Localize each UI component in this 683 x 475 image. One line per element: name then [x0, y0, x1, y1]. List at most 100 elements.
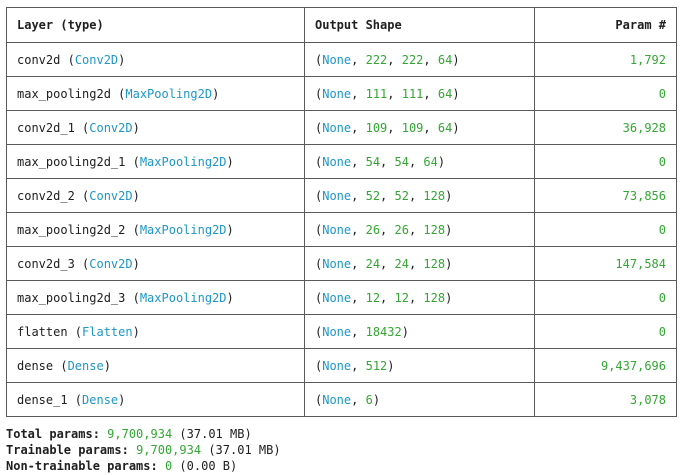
- output-shape-cell: (None, 6): [304, 382, 535, 417]
- param-count: 9,437,696: [600, 358, 666, 373]
- total-params-label: Total params:: [6, 427, 100, 441]
- param-count: 1,792: [629, 52, 666, 67]
- layer-type: Dense: [82, 392, 119, 407]
- shape-dim: 512: [365, 358, 388, 373]
- shape-none: None: [322, 222, 352, 237]
- layer-name-cell: dense_1 (Dense): [6, 382, 305, 417]
- layer-type: Conv2D: [89, 256, 133, 271]
- total-params-size: (37.01 MB): [179, 427, 252, 441]
- param-count: 3,078: [629, 392, 666, 407]
- param-count-cell: 1,792: [534, 42, 677, 77]
- layer-type: MaxPooling2D: [139, 154, 227, 169]
- table-row: conv2d_1 (Conv2D)(None, 109, 109, 64) 36,…: [6, 110, 677, 145]
- non-trainable-params-line: Non-trainable params: 0 (0.00 B): [6, 458, 281, 474]
- shape-dim: 64: [437, 52, 453, 67]
- layer-type: Conv2D: [89, 120, 133, 135]
- layer-name: dense_1: [17, 392, 68, 407]
- table-row: conv2d_2 (Conv2D)(None, 52, 52, 128)73,8…: [6, 178, 677, 213]
- shape-none: None: [322, 188, 352, 203]
- total-params-count: 9,700,934: [107, 427, 173, 441]
- trainable-params-size: (37.01 MB): [208, 443, 281, 457]
- layer-name-cell: max_pooling2d (MaxPooling2D): [6, 76, 305, 111]
- layer-name: max_pooling2d_3: [17, 290, 126, 305]
- output-shape-cell: (None, 109, 109, 64): [304, 110, 535, 145]
- layer-name: max_pooling2d: [17, 86, 111, 101]
- param-count: 0: [658, 86, 666, 101]
- shape-none: None: [322, 324, 352, 339]
- layer-name-cell: dense (Dense): [6, 348, 305, 383]
- output-shape-cell: (None, 512): [304, 348, 535, 383]
- trainable-params-line: Trainable params: 9,700,934 (37.01 MB): [6, 442, 281, 458]
- shape-dim: 12: [394, 290, 409, 305]
- param-count: 0: [658, 290, 666, 305]
- output-shape-cell: (None, 24, 24, 128): [304, 246, 535, 281]
- shape-dim: 18432: [365, 324, 402, 339]
- shape-none: None: [322, 52, 352, 67]
- shape-dim: 128: [423, 188, 446, 203]
- param-count-cell: 0: [534, 212, 677, 247]
- layer-name-cell: max_pooling2d_3 (MaxPooling2D): [6, 280, 305, 315]
- shape-dim: 24: [394, 256, 409, 271]
- param-count-cell: 147,584: [534, 246, 677, 281]
- shape-dim: 26: [394, 222, 409, 237]
- layer-type: MaxPooling2D: [125, 86, 213, 101]
- layer-type: Conv2D: [74, 52, 119, 67]
- layer-type: MaxPooling2D: [139, 290, 227, 305]
- output-shape-cell: (None, 18432): [304, 314, 535, 349]
- param-count-cell: 73,856: [534, 178, 677, 213]
- shape-dim: 109: [365, 120, 388, 135]
- layer-type: Flatten: [82, 324, 133, 339]
- layer-name: conv2d_2: [17, 188, 75, 203]
- param-count-cell: 0: [534, 280, 677, 315]
- param-count: 147,584: [615, 256, 666, 271]
- shape-dim: 26: [365, 222, 381, 237]
- shape-dim: 128: [423, 256, 446, 271]
- layer-name-cell: conv2d_3 (Conv2D): [6, 246, 305, 281]
- layer-name: max_pooling2d_1: [17, 154, 126, 169]
- shape-none: None: [322, 290, 352, 305]
- non-trainable-params-size: (0.00 B): [179, 459, 238, 473]
- param-count-cell: 9,437,696: [534, 348, 677, 383]
- output-shape-cell: (None, 54, 54, 64): [304, 144, 535, 179]
- header-param-count: Param #: [534, 7, 677, 43]
- shape-dim: 64: [437, 120, 453, 135]
- table-row: dense_1 (Dense)(None, 6) 3,078: [6, 382, 677, 417]
- model-summary-table: Layer (type) Output Shape Param # conv2d…: [6, 7, 677, 417]
- output-shape-cell: (None, 26, 26, 128): [304, 212, 535, 247]
- param-count: 36,928: [622, 120, 666, 135]
- layer-name: flatten: [17, 324, 68, 339]
- trainable-params-label: Trainable params:: [6, 443, 129, 457]
- shape-dim: 222: [401, 52, 424, 67]
- param-count-cell: 3,078: [534, 382, 677, 417]
- table-row: conv2d (Conv2D)(None, 222, 222, 64)1,792: [6, 42, 677, 77]
- table-row: flatten (Flatten)(None, 18432)0: [6, 314, 677, 349]
- shape-dim: 54: [365, 154, 381, 169]
- layer-name: max_pooling2d_2: [17, 222, 126, 237]
- table-row: max_pooling2d_3 (MaxPooling2D)(None, 12,…: [6, 280, 677, 315]
- layer-name: conv2d_3: [17, 256, 75, 271]
- total-params-line: Total params: 9,700,934 (37.01 MB): [6, 426, 281, 442]
- table-row: dense (Dense)(None, 512) 9,437,696: [6, 348, 677, 383]
- table-row: max_pooling2d (MaxPooling2D)(None, 111, …: [6, 76, 677, 111]
- layer-name: conv2d_1: [17, 120, 75, 135]
- param-count-cell: 0: [534, 314, 677, 349]
- shape-none: None: [322, 154, 352, 169]
- table-row: max_pooling2d_2 (MaxPooling2D)(None, 26,…: [6, 212, 677, 247]
- layer-name-cell: conv2d_1 (Conv2D): [6, 110, 305, 145]
- shape-none: None: [322, 86, 352, 101]
- param-count: 0: [658, 154, 666, 169]
- output-shape-cell: (None, 222, 222, 64): [304, 42, 535, 77]
- output-shape-cell: (None, 52, 52, 128): [304, 178, 535, 213]
- shape-dim: 12: [365, 290, 381, 305]
- param-count: 73,856: [622, 188, 666, 203]
- params-summary: Total params: 9,700,934 (37.01 MB) Train…: [6, 426, 281, 474]
- layer-rows: conv2d (Conv2D)(None, 222, 222, 64)1,792…: [6, 42, 677, 417]
- layer-name-cell: max_pooling2d_1 (MaxPooling2D): [6, 144, 305, 179]
- layer-name: dense: [17, 358, 54, 373]
- shape-dim: 52: [365, 188, 381, 203]
- shape-dim: 128: [423, 290, 446, 305]
- non-trainable-params-label: Non-trainable params:: [6, 459, 158, 473]
- layer-name-cell: flatten (Flatten): [6, 314, 305, 349]
- param-count-cell: 0: [534, 76, 677, 111]
- param-count-cell: 36,928: [534, 110, 677, 145]
